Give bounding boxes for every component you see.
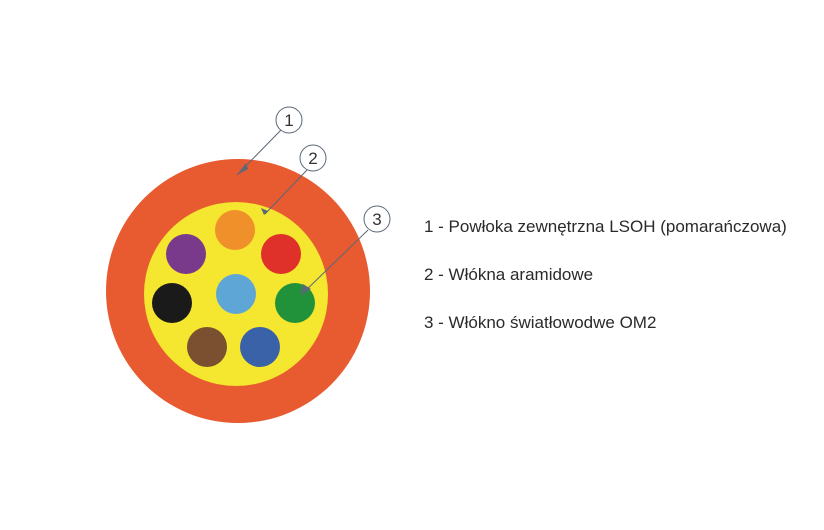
fiber-orange	[215, 210, 255, 250]
callout-2: 2	[299, 144, 327, 172]
legend-item-outer-jacket: 1 - Powłoka zewnętrzna LSOH (pomarańczow…	[424, 217, 787, 236]
arrowhead-2	[261, 208, 268, 215]
arrowhead-3	[301, 284, 311, 295]
fiber-brown	[187, 327, 227, 367]
fiber-violet	[166, 234, 206, 274]
callout-leader-2	[264, 169, 308, 215]
legend-item-optical-fiber: 3 - Włókno światłowodwe OM2	[424, 313, 657, 332]
legend-item-aramid-yarn: 2 - Włókna aramidowe	[424, 265, 594, 284]
callout-number-3: 3	[372, 210, 381, 229]
fiber-black	[152, 283, 192, 323]
callout-bubble-2	[299, 144, 327, 172]
callout-bubble-1	[275, 106, 303, 134]
fiber-blue	[240, 327, 280, 367]
callout-number-2: 2	[308, 149, 317, 168]
fiber-red	[261, 234, 301, 274]
callout-leader-3	[300, 229, 369, 296]
callout-bubbles: 1 2 3	[275, 106, 391, 233]
optical-fibers-group	[152, 210, 315, 367]
fiber-center-lightblue	[216, 274, 256, 314]
legend-list: 1 - Powłoka zewnętrzna LSOH (pomarańczow…	[424, 213, 787, 357]
fiber-green	[275, 283, 315, 323]
arrowhead-1	[237, 163, 248, 175]
callout-bubble-3	[363, 205, 391, 233]
callout-1: 1	[275, 106, 303, 134]
callout-3: 3	[363, 205, 391, 233]
callout-arrowheads	[237, 163, 311, 295]
callout-number-1: 1	[284, 111, 293, 130]
